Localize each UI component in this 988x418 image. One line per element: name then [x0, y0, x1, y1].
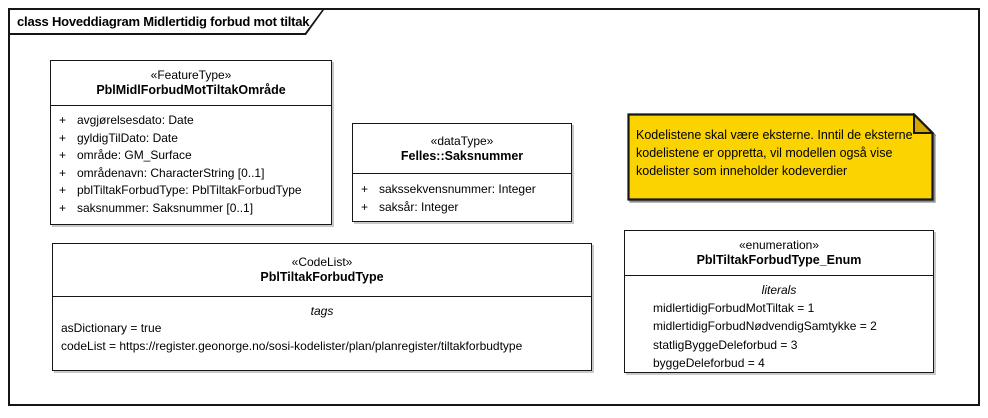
class-header: «CodeList» PblTiltakForbudType — [53, 244, 591, 297]
visibility-marker: + — [361, 182, 369, 196]
note-kodelister[interactable]: Kodelistene skal være eksterne. Inntil d… — [627, 113, 934, 201]
attribute-row: + gyldigTilDato: Date — [59, 130, 323, 148]
attribute-row: + avgjørelsesdato: Date — [59, 112, 323, 130]
attribute-text: avgjørelsesdato: Date — [77, 113, 194, 127]
class-felles-saksnummer[interactable]: «dataType» Felles::Saksnummer + sakssekv… — [352, 123, 572, 222]
class-pbltiltakforbudtype[interactable]: «CodeList» PblTiltakForbudType tags asDi… — [52, 243, 592, 371]
class-header: «enumeration» PblTiltakForbudType_Enum — [625, 231, 933, 276]
stereotype-label: «dataType» — [430, 133, 494, 148]
literal-row: byggeDeleforbud = 4 — [653, 355, 765, 370]
attribute-text: saksår: Integer — [379, 200, 459, 214]
attribute-row: + sakssekvensnummer: Integer — [361, 180, 563, 198]
stereotype-label: «FeatureType» — [150, 68, 232, 82]
stereotype-label: «enumeration» — [738, 238, 820, 252]
class-name: PblTiltakForbudType — [260, 270, 384, 284]
attribute-row: + områdenavn: CharacterString [0..1] — [59, 165, 323, 183]
tag-row: codeList = https://register.geonorge.no/… — [61, 338, 523, 353]
diagram-frame-tab: class Hoveddiagram Midlertidig forbud mo… — [10, 10, 324, 35]
attribute-text: saksnummer: Saksnummer [0..1] — [77, 200, 254, 215]
attributes-compartment: + avgjørelsesdato: Date + gyldigTilDato:… — [51, 106, 331, 219]
visibility-marker: + — [59, 183, 67, 197]
note-text: Kodelistene skal være eksterne. Inntil d… — [636, 128, 913, 178]
visibility-marker: + — [361, 200, 369, 214]
tags-section-label: tags — [310, 304, 334, 318]
attribute-row: + saksnummer: Saksnummer [0..1] — [59, 200, 323, 218]
literal-row: midlertidigForbudMotTiltak = 1 — [653, 301, 815, 315]
attribute-row: + pblTiltakForbudType: PblTiltakForbudTy… — [59, 182, 323, 200]
literal-row: midlertidigForbudNødvendigSamtykke = 2 — [653, 319, 877, 334]
attribute-text: sakssekvensnummer: Integer — [379, 182, 536, 196]
visibility-marker: + — [59, 130, 67, 145]
class-pblmidlforbudmottiltakomrade[interactable]: «FeatureType» PblMidlForbudMotTiltakOmrå… — [50, 60, 332, 225]
visibility-marker: + — [59, 165, 67, 180]
tags-compartment: tags asDictionary = true codeList = http… — [53, 297, 591, 357]
attribute-text: gyldigTilDato: Date — [77, 130, 178, 145]
class-name: PblMidlForbudMotTiltakOmråde — [96, 83, 286, 97]
diagram-frame: class Hoveddiagram Midlertidig forbud mo… — [8, 8, 980, 406]
tag-row: asDictionary = true — [61, 321, 162, 335]
note-shape-icon — [627, 113, 934, 201]
attribute-row: + saksår: Integer — [361, 198, 563, 216]
attribute-text: pblTiltakForbudType: PblTiltakForbudType — [77, 183, 302, 197]
class-header: «dataType» Felles::Saksnummer — [353, 124, 571, 174]
literals-compartment: literals midlertidigForbudMotTiltak = 1 … — [625, 276, 933, 374]
class-name: PblTiltakForbudType_Enum — [696, 253, 862, 267]
stereotype-label: «CodeList» — [291, 255, 353, 269]
class-pbltiltakforbudtype-enum[interactable]: «enumeration» PblTiltakForbudType_Enum l… — [624, 230, 934, 373]
visibility-marker: + — [59, 148, 67, 162]
literal-row: statligByggeDeleforbud = 3 — [653, 337, 798, 352]
diagram-frame-tab-face — [10, 10, 322, 33]
visibility-marker: + — [59, 200, 67, 215]
visibility-marker: + — [59, 113, 67, 127]
class-header: «FeatureType» PblMidlForbudMotTiltakOmrå… — [51, 61, 331, 106]
attribute-row: + område: GM_Surface — [59, 147, 323, 165]
attribute-text: område: GM_Surface — [77, 148, 192, 162]
class-name: Felles::Saksnummer — [400, 148, 524, 163]
literals-section-label: literals — [761, 283, 797, 297]
diagram-title: class Hoveddiagram Midlertidig forbud mo… — [17, 14, 310, 29]
attribute-text: områdenavn: CharacterString [0..1] — [77, 165, 265, 180]
attributes-compartment: + sakssekvensnummer: Integer + saksår: I… — [353, 174, 571, 218]
